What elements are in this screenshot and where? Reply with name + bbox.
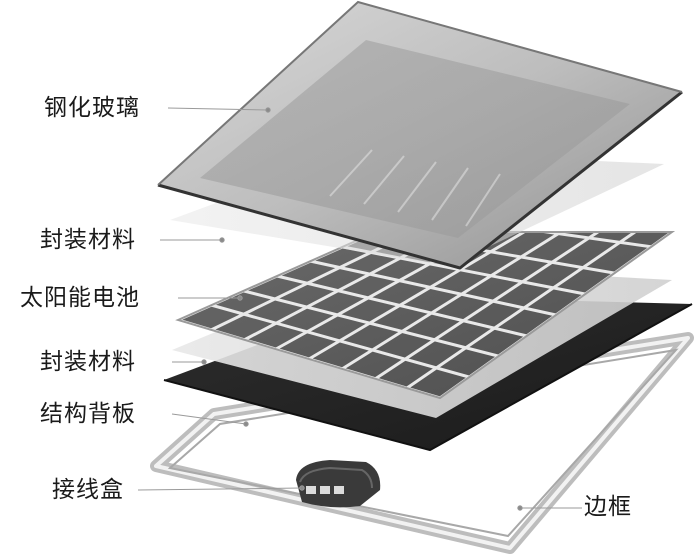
leader-encap-bottom-dot	[201, 359, 207, 365]
leader-junction-box	[137, 487, 303, 491]
leader-backsheet	[171, 413, 247, 425]
glass-inner-shade	[200, 40, 630, 238]
leader-glass-dot	[265, 107, 271, 113]
junction-box-body	[296, 460, 381, 508]
label-tempered-glass: 钢化玻璃	[44, 95, 140, 121]
junction-box-lid-edge	[299, 466, 373, 489]
glass-front-edge	[157, 90, 683, 270]
frame-inner-edge	[167, 348, 679, 538]
junction-box-port	[306, 486, 316, 494]
junction-box-layer	[296, 460, 381, 508]
leader-encap-top-dot	[219, 237, 225, 243]
backsheet-edge	[163, 303, 693, 452]
cell-panel-border	[175, 231, 676, 400]
leader-lines	[137, 107, 582, 511]
leader-cells-dot	[237, 295, 243, 301]
glass-reflection-lines	[329, 149, 501, 227]
leader-junction-box-dot	[299, 485, 305, 491]
leader-glass	[167, 107, 269, 111]
glass-back-edge	[157, 0, 683, 186]
leader-frame-dot	[517, 505, 523, 511]
leader-backsheet-dot	[243, 421, 249, 427]
label-encapsulant-top: 封装材料	[40, 227, 136, 253]
label-junction-box: 接线盒	[52, 477, 124, 503]
solar-cells-layer	[175, 231, 676, 400]
frame-layer	[150, 332, 694, 554]
label-frame: 边框	[584, 494, 632, 520]
junction-box-port	[334, 486, 344, 494]
label-solar-cells: 太阳能电池	[20, 285, 140, 311]
frame-highlight	[154, 336, 690, 550]
junction-box-port	[320, 486, 330, 494]
label-backsheet: 结构背板	[40, 401, 136, 427]
label-encapsulant-bottom: 封装材料	[40, 349, 136, 375]
glass-layer	[157, 0, 683, 270]
